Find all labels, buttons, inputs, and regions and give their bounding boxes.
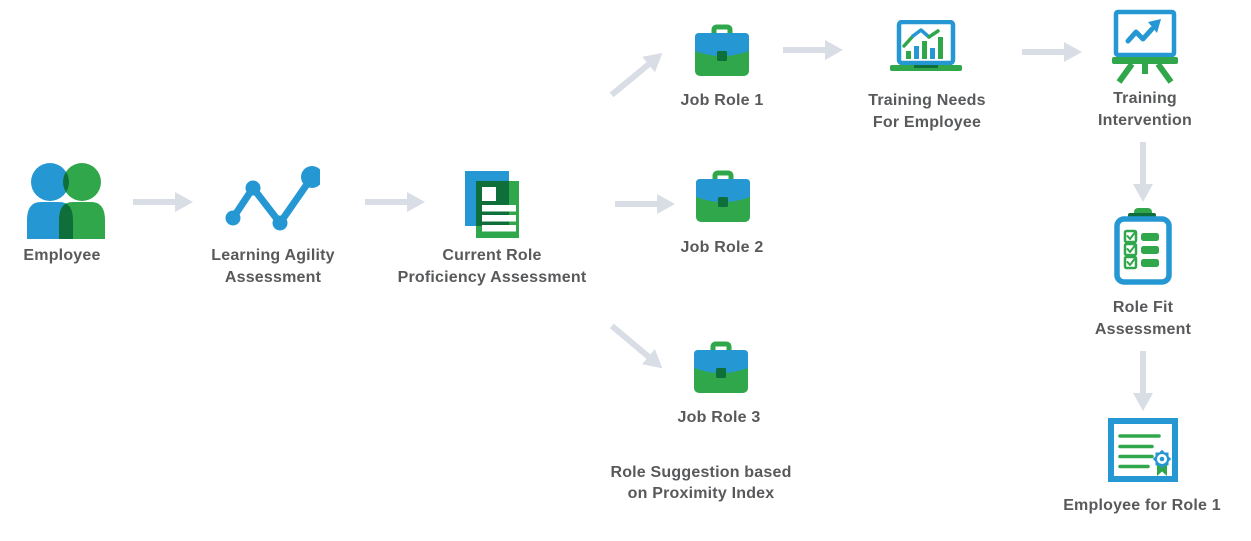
presentation-easel-icon [1112, 9, 1178, 84]
employee-label: Employee [23, 247, 101, 264]
briefcase-icon [695, 24, 749, 76]
certificate-icon [1108, 418, 1178, 482]
training-needs-for-employee-label: Training Needs For Employee [868, 92, 986, 131]
role-fit-assessment-label: Role Fit Assessment [1094, 299, 1192, 338]
arrow-training-intervention-to-role-fit [1133, 142, 1153, 202]
training-intervention-label: Training Intervention [1098, 90, 1192, 129]
arrow-role-fit-to-employee-for-role-1 [1133, 351, 1153, 411]
current-role-proficiency-assessment-label: Current Role Proficiency Assessment [397, 247, 587, 286]
employee-for-role-1-label: Employee for Role 1 [1063, 497, 1221, 514]
job-role-2-label: Job Role 2 [680, 239, 764, 256]
job-role-3-label: Job Role 3 [677, 409, 761, 426]
arrow-current-role-to-job-role-1 [609, 53, 663, 98]
arrow-training-needs-to-training-intervention [1022, 42, 1082, 62]
two-people-icon [27, 163, 105, 239]
clipboard-checklist-icon [1114, 208, 1172, 285]
briefcase-icon [694, 341, 748, 393]
arrow-employee-to-learning-agility [133, 192, 193, 212]
line-chart-dots-icon [225, 166, 320, 231]
arrow-current-role-to-job-role-3 [609, 323, 663, 369]
arrow-job-role-1-to-training-needs [783, 40, 843, 60]
report-document-icon [465, 171, 519, 238]
arrow-current-role-to-job-role-2 [615, 194, 675, 214]
job-role-1-label: Job Role 1 [680, 92, 764, 109]
role-suggestion-annotation: Role Suggestion based on Proximity Index [610, 464, 792, 502]
monitor-bar-chart-icon [890, 20, 962, 71]
learning-agility-assessment-label: Learning Agility Assessment [211, 247, 335, 286]
briefcase-icon [696, 170, 750, 222]
arrow-learning-agility-to-current-role [365, 192, 425, 212]
